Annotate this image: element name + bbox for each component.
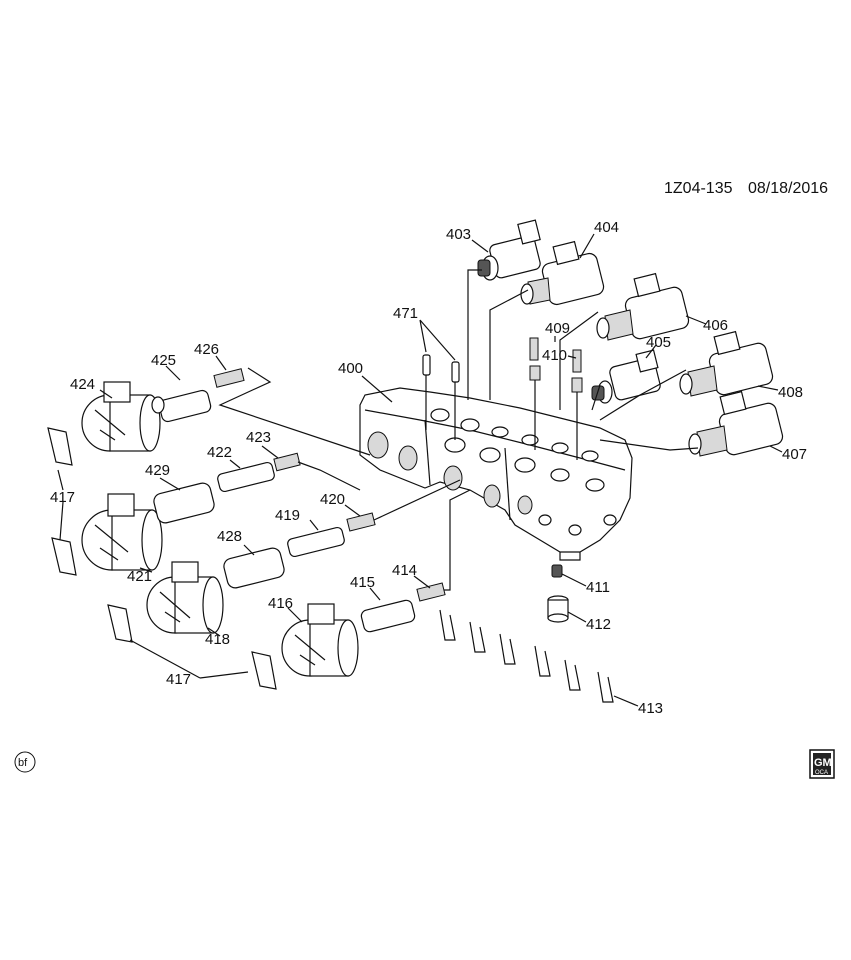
valve-body: [359, 387, 633, 561]
callout-424: 424: [70, 376, 95, 393]
solenoid-416: [281, 603, 359, 677]
plug-412: [547, 595, 569, 623]
gm-logo: GM OCA: [809, 749, 835, 779]
callout-411: 411: [586, 579, 610, 596]
leader-lines: [57, 233, 783, 707]
callout-labels: 400 403 404 405 406 407 408 409 410 411 …: [50, 219, 807, 717]
gm-logo-text: GM: [814, 757, 832, 769]
pins-471: [422, 354, 460, 440]
spring-423: [273, 452, 301, 472]
callout-406: 406: [703, 317, 728, 334]
solenoid-421: [81, 493, 163, 571]
sleeve-429: [153, 482, 215, 524]
callout-416: 416: [268, 595, 293, 612]
bf-text: bf: [18, 757, 28, 769]
spring-426: [213, 368, 245, 388]
valve-419: [287, 526, 345, 558]
callout-404: 404: [594, 219, 619, 236]
callout-428: 428: [217, 528, 242, 545]
sleeve-428: [223, 547, 285, 589]
callout-407: 407: [782, 446, 807, 463]
diagram-code: 1Z04-135: [664, 180, 733, 197]
bf-mark: bf: [14, 751, 36, 773]
callout-409: 409: [545, 320, 570, 337]
solenoid-403: [477, 219, 541, 281]
solenoid-407: [688, 390, 784, 457]
retainers-413: [439, 609, 614, 703]
valve-415: [360, 599, 416, 633]
callout-471: 471: [393, 305, 418, 322]
callout-425: 425: [151, 352, 176, 369]
callout-400: 400: [338, 360, 363, 377]
spring-414: [416, 582, 446, 602]
callout-410: 410: [542, 347, 567, 364]
gm-logo-sub: OCA: [815, 770, 828, 776]
callout-419: 419: [275, 507, 300, 524]
callout-412: 412: [586, 616, 611, 633]
callout-413: 413: [638, 700, 663, 717]
plug-411: [551, 564, 563, 578]
solenoid-418: [146, 561, 224, 634]
solenoid-406: [596, 272, 690, 341]
callout-415: 415: [350, 574, 375, 591]
callout-426: 426: [194, 341, 219, 358]
callout-420: 420: [320, 491, 345, 508]
callout-418: 418: [205, 631, 230, 648]
callout-405: 405: [646, 334, 671, 351]
springs-409-410: [529, 337, 583, 460]
callout-429: 429: [145, 462, 170, 479]
callout-421: 421: [127, 568, 152, 585]
spring-420: [346, 512, 376, 532]
solenoid-404: [520, 240, 605, 306]
callout-417-left: 417: [50, 489, 75, 506]
callout-423: 423: [246, 429, 271, 446]
callout-417-bottom: 417: [166, 671, 191, 688]
callout-408: 408: [778, 384, 803, 401]
callout-422: 422: [207, 444, 232, 461]
valve-425: [151, 389, 212, 423]
valve-422: [217, 461, 275, 493]
callout-414: 414: [392, 562, 417, 579]
diagram-date: 08/18/2016: [748, 180, 828, 197]
solenoid-408: [679, 330, 774, 397]
callout-403: 403: [446, 226, 471, 243]
clip-417: [47, 427, 277, 690]
solenoid-405: [591, 349, 661, 404]
